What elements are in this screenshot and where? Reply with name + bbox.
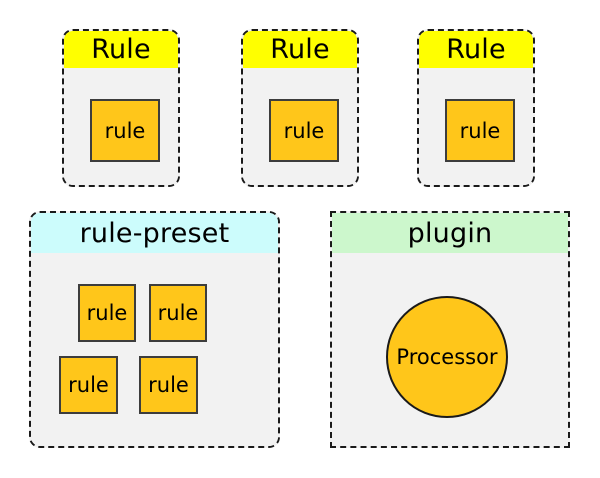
rule-card-3[interactable]: Rule rule <box>417 29 535 187</box>
rule-card-1-header: Rule <box>64 31 178 68</box>
rule-node[interactable]: rule <box>139 356 198 414</box>
rule-card-2-header: Rule <box>243 31 357 68</box>
rule-node[interactable]: rule <box>445 99 515 162</box>
rule-card-3-header: Rule <box>419 31 533 68</box>
rule-node[interactable]: rule <box>59 356 118 414</box>
processor-node[interactable]: Processor <box>386 296 508 418</box>
rule-card-2[interactable]: Rule rule <box>241 29 359 187</box>
rule-node[interactable]: rule <box>90 99 160 162</box>
rule-preset-header: rule-preset <box>31 213 278 253</box>
rule-node[interactable]: rule <box>149 284 207 342</box>
rule-preset-group[interactable]: rule-preset rule rule rule rule <box>29 211 280 448</box>
rule-node[interactable]: rule <box>269 99 339 162</box>
rule-preset-body <box>31 253 278 446</box>
rule-node[interactable]: rule <box>78 284 136 342</box>
plugin-header: plugin <box>332 213 568 253</box>
rule-card-1[interactable]: Rule rule <box>62 29 180 187</box>
plugin-group[interactable]: plugin Processor <box>330 211 570 448</box>
